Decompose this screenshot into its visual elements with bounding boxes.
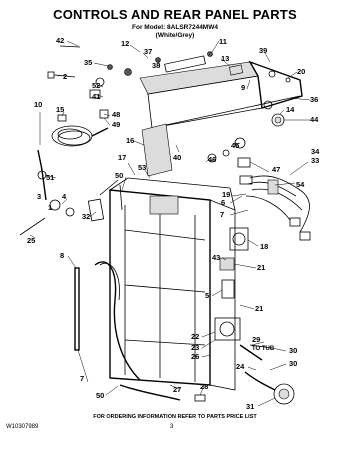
callout-34: 34 (311, 147, 320, 156)
callout-29: 29 (252, 335, 260, 344)
callout-54: 54 (296, 180, 305, 189)
callout-51: 51 (46, 173, 54, 182)
callout-16: 16 (126, 136, 134, 145)
callout-28: 28 (200, 382, 208, 391)
callout-2: 2 (63, 72, 67, 81)
callout-32: 32 (82, 212, 90, 221)
callout-22: 22 (191, 332, 199, 341)
callout-49: 49 (112, 120, 120, 129)
callout-36: 36 (310, 95, 318, 104)
callout-46: 46 (208, 155, 216, 164)
pump-assembly (119, 227, 295, 405)
callout-42: 42 (56, 36, 64, 45)
callout-17: 17 (118, 153, 126, 162)
callout-40: 40 (173, 153, 181, 162)
color-variant: (White/Grey) (155, 32, 195, 39)
power-cord (51, 114, 109, 147)
callout-13: 13 (221, 54, 229, 63)
callout-37: 37 (144, 47, 152, 56)
callout-47: 47 (272, 165, 280, 174)
callout-44: 44 (310, 115, 319, 124)
callout-7: 7 (220, 210, 224, 219)
callout-27: 27 (173, 385, 181, 394)
callout-24: 24 (236, 362, 245, 371)
callout-30b: 30 (289, 359, 297, 368)
page-number: 3 (170, 424, 174, 430)
timer-and-switches (99, 100, 285, 168)
annotation-to-tub: TO TUB (252, 346, 275, 352)
callout-50: 50 (115, 171, 123, 180)
callout-9: 9 (241, 83, 245, 92)
rear-panel-frame (109, 123, 236, 391)
callout-43: 43 (212, 253, 220, 262)
callout-3: 3 (37, 192, 41, 201)
callout-23: 23 (191, 343, 199, 352)
callout-30: 30 (289, 346, 297, 355)
callout-18: 18 (260, 242, 268, 251)
callout-48: 48 (112, 110, 120, 119)
callout-50b: 50 (96, 391, 104, 400)
callout-14: 14 (286, 105, 295, 114)
callout-8: 8 (60, 251, 64, 260)
callout-labels: 42 12 11 35 37 38 13 39 20 2 52 41 9 36 … (27, 36, 320, 411)
document-number: W10307989 (6, 424, 39, 430)
callout-4: 4 (62, 192, 67, 201)
wire-harness (239, 175, 311, 241)
callout-20: 20 (297, 67, 305, 76)
callout-35: 35 (84, 58, 92, 67)
callout-41: 41 (92, 92, 100, 101)
ordering-note: FOR ORDERING INFORMATION REFER TO PARTS … (93, 414, 257, 420)
leader-lines (29, 40, 311, 407)
callout-21b: 21 (255, 304, 263, 313)
callout-5: 5 (205, 291, 209, 300)
left-side-parts (19, 149, 141, 381)
callout-19: 19 (222, 190, 230, 199)
page-title: CONTROLS AND REAR PANEL PARTS (53, 7, 297, 22)
callout-6: 6 (221, 198, 225, 207)
callout-21: 21 (257, 263, 265, 272)
callout-38: 38 (152, 61, 160, 70)
callout-10: 10 (34, 100, 42, 109)
callout-25: 25 (27, 236, 35, 245)
callout-39: 39 (259, 46, 267, 55)
callout-11: 11 (219, 37, 227, 46)
callout-1: 1 (48, 203, 52, 212)
callout-7b: 7 (80, 374, 84, 383)
callout-26: 26 (191, 352, 199, 361)
callout-45: 45 (231, 141, 239, 150)
callout-33: 33 (311, 156, 319, 165)
callout-31: 31 (246, 402, 254, 411)
model-number: For Model: 8ALSR7244MW4 (132, 24, 218, 31)
callout-15: 15 (56, 105, 64, 114)
callout-52: 52 (92, 81, 100, 90)
console-panel (47, 45, 303, 129)
callout-12: 12 (121, 39, 129, 48)
callout-53: 53 (138, 163, 146, 172)
